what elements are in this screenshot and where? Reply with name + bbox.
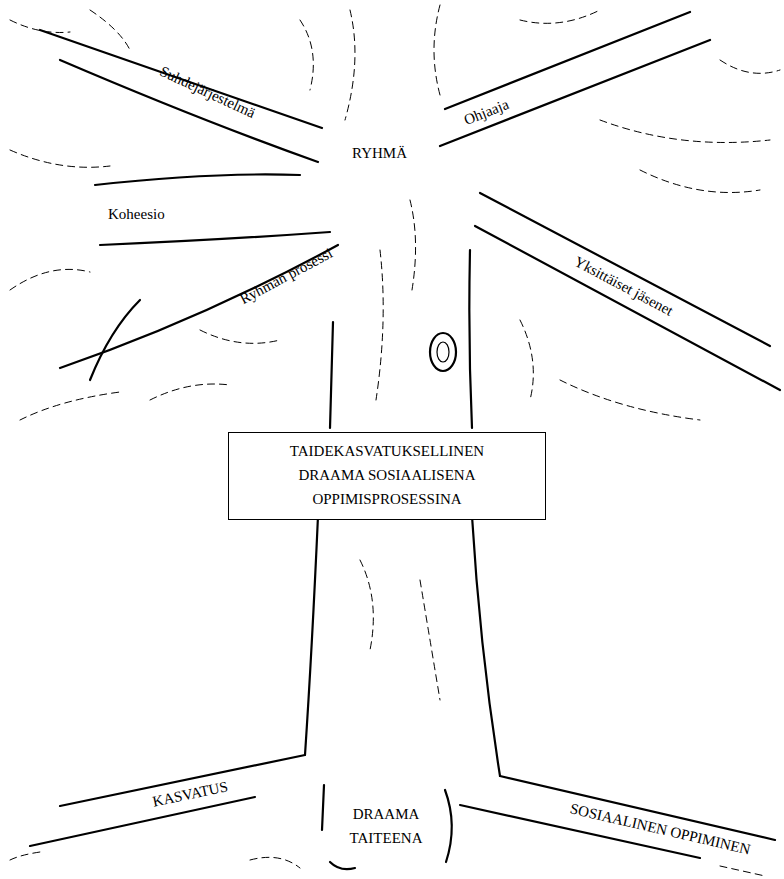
branch-label: Ryhmän prosessi bbox=[237, 244, 336, 308]
concept-box: TAIDEKASVATUKSELLINEN DRAAMA SOSIAALISEN… bbox=[228, 432, 546, 520]
box-text: TAIDEKASVATUKSELLINEN DRAAMA SOSIAALISEN… bbox=[262, 439, 512, 511]
group-label: RYHMÄ bbox=[352, 144, 407, 162]
root-label: DRAAMA TAITEENA bbox=[336, 802, 436, 850]
branch-label: Suhdejärjestelmä bbox=[157, 62, 258, 122]
branch-label: Koheesio bbox=[108, 205, 165, 223]
